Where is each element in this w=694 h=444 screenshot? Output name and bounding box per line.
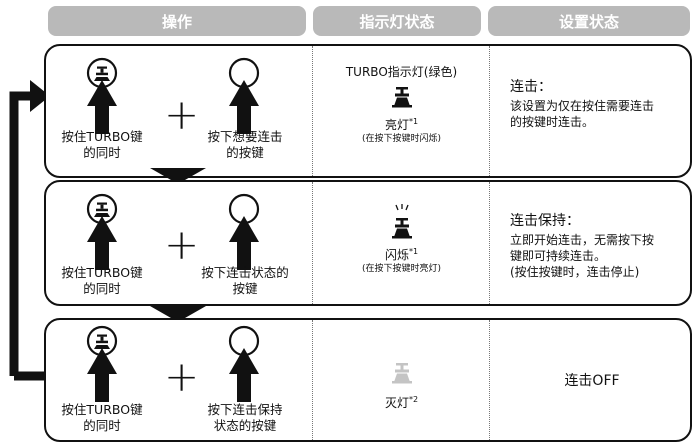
turbo-caption: 按住TURBO键的同时 — [61, 129, 143, 160]
button-caption: 按下连击保持状态的按键 — [207, 402, 283, 433]
row-turbo-off: + 按住TURBO键的同时 按下连击保持状态的按键 灭灯*2 连击OFF — [44, 318, 692, 442]
indicator-state: 亮灯 — [384, 118, 409, 132]
header-operation: 操作 — [48, 6, 306, 36]
turbo-indicator-blinking-icon — [391, 204, 412, 239]
turbo-caption: 按住TURBO键的同时 — [61, 402, 143, 433]
turbo-button-press-icon — [86, 57, 118, 134]
button-caption: 按下连击状态的按键 — [201, 265, 289, 296]
setting-status: 连击保持： 立即开始连击，无需按下按 键即可持续连击。 (按住按键时，连击停止) — [510, 213, 655, 279]
button-caption: 按下想要连击的按键 — [207, 129, 283, 160]
divider — [312, 320, 313, 440]
turbo-indicator-lit-icon — [391, 87, 412, 108]
setting-status: 连击OFF — [492, 372, 692, 392]
setting-status: 连击： 该设置为仅在按住需要连击 的按键时连击。 — [510, 79, 655, 129]
indicator-note: (在按下按键时亮灯) — [361, 264, 442, 274]
divider — [312, 46, 313, 176]
indicator-status: TURBO指示灯(绿色) 亮灯*1 (在按下按键时闪烁) — [314, 64, 489, 145]
setting-title: 连击OFF — [564, 373, 620, 389]
turbo-caption: 按住TURBO键的同时 — [61, 265, 143, 296]
header-setting: 设置状态 — [488, 6, 690, 36]
game-button-press-icon — [228, 57, 260, 134]
indicator-status: 闪烁*1 (在按下按键时亮灯) — [314, 204, 489, 275]
footnote-mark: *2 — [408, 395, 419, 404]
footnote-mark: *1 — [408, 247, 419, 256]
header-indicator: 指示灯状态 — [313, 6, 481, 36]
indicator-state: 闪烁 — [384, 248, 409, 262]
divider — [489, 320, 490, 440]
plus-icon: + — [164, 352, 200, 401]
plus-icon: + — [164, 220, 200, 269]
cycle-loop-arrow — [9, 80, 50, 381]
row-turbo-hold: + 按住TURBO键的同时 按下连击状态的按键 闪烁*1 (在按下按键时亮灯) … — [44, 180, 692, 306]
indicator-status: 灭灯*2 — [314, 362, 489, 411]
indicator-title: TURBO指示灯(绿色) — [345, 65, 458, 79]
divider — [489, 182, 490, 304]
divider — [312, 182, 313, 304]
divider — [489, 46, 490, 176]
footnote-mark: *1 — [408, 117, 419, 126]
setting-title: 连击： — [510, 79, 552, 95]
indicator-note: (在按下按键时闪烁) — [361, 134, 442, 144]
setting-title: 连击保持： — [510, 213, 580, 229]
game-button-press-icon — [228, 193, 260, 270]
indicator-state: 灭灯 — [384, 396, 409, 410]
plus-icon: + — [164, 90, 200, 139]
turbo-button-press-icon — [86, 325, 118, 402]
turbo-indicator-off-icon — [391, 363, 412, 384]
turbo-button-press-icon — [86, 193, 118, 270]
game-button-press-icon — [228, 325, 260, 402]
row-turbo-on: + 按住TURBO键的同时 按下想要连击的按键 TURBO指示灯(绿色) 亮灯*… — [44, 44, 692, 178]
